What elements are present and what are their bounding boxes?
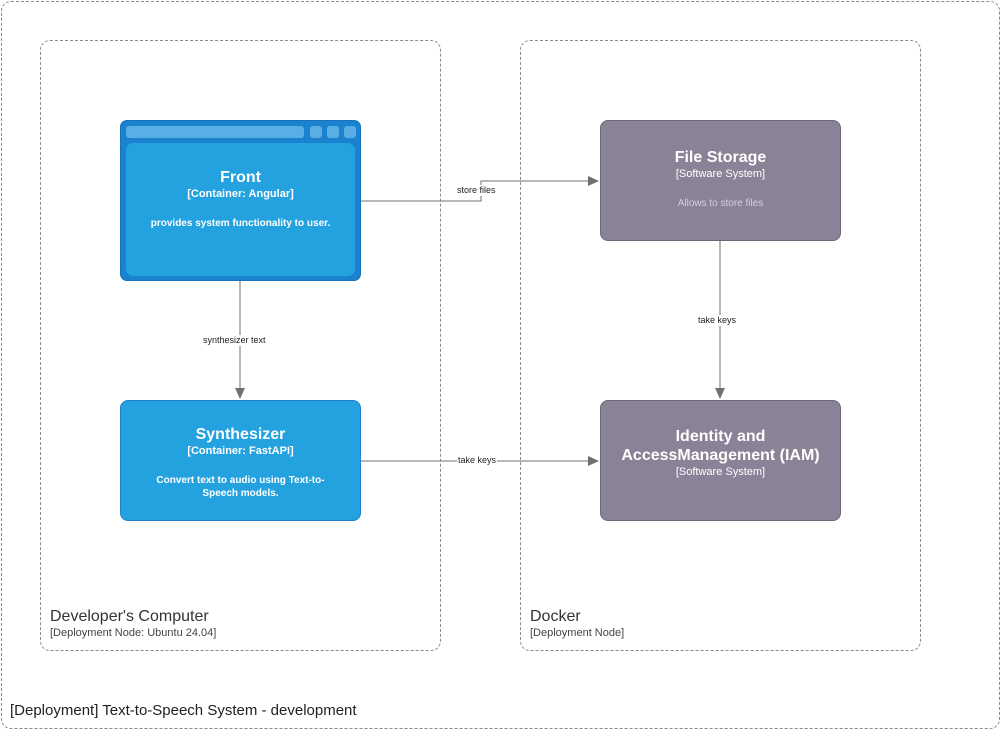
synthesizer-container[interactable]: Synthesizer [Container: FastAPI] Convert…: [120, 400, 361, 521]
edge-label-take-keys-synth: take keys: [457, 455, 498, 466]
iam-tech: [Software System]: [675, 466, 766, 478]
developer-computer-node[interactable]: [40, 40, 441, 651]
edge-label-synthesizer-text: synthesizer text: [202, 335, 267, 346]
front-body: Front [Container: Angular] provides syst…: [126, 143, 355, 276]
synthesizer-tech: [Container: FastAPI]: [187, 445, 294, 457]
file-storage-system[interactable]: File Storage [Software System] Allows to…: [600, 120, 841, 241]
browser-button-2: [327, 126, 339, 138]
docker-node[interactable]: [520, 40, 921, 651]
edge-label-store-files: store files: [456, 185, 497, 196]
edge-label-take-keys-storage: take keys: [697, 315, 738, 326]
synthesizer-desc: Convert text to audio using Text-to-Spee…: [156, 475, 325, 499]
front-title: Front: [220, 169, 261, 186]
browser-address-bar: [126, 126, 304, 138]
synthesizer-title: Synthesizer: [195, 426, 286, 443]
deployment-title: [Deployment] Text-to-Speech System - dev…: [10, 702, 357, 719]
front-tech: [Container: Angular]: [187, 188, 294, 200]
browser-button-3: [344, 126, 356, 138]
developer-node-subtitle: [Deployment Node: Ubuntu 24.04]: [50, 627, 217, 639]
iam-system[interactable]: Identity and AccessManagement (IAM) [Sof…: [600, 400, 841, 521]
file-storage-tech: [Software System]: [675, 168, 766, 180]
front-container[interactable]: Front [Container: Angular] provides syst…: [120, 120, 361, 281]
docker-node-title: Docker: [530, 608, 581, 625]
file-storage-title: File Storage: [674, 149, 767, 166]
browser-button-1: [310, 126, 322, 138]
file-storage-desc: Allows to store files: [677, 198, 764, 209]
iam-title: Identity and AccessManagement (IAM): [621, 428, 820, 464]
front-desc: provides system functionality to user.: [150, 218, 331, 229]
docker-node-subtitle: [Deployment Node]: [530, 627, 625, 639]
developer-node-title: Developer's Computer: [50, 608, 209, 625]
